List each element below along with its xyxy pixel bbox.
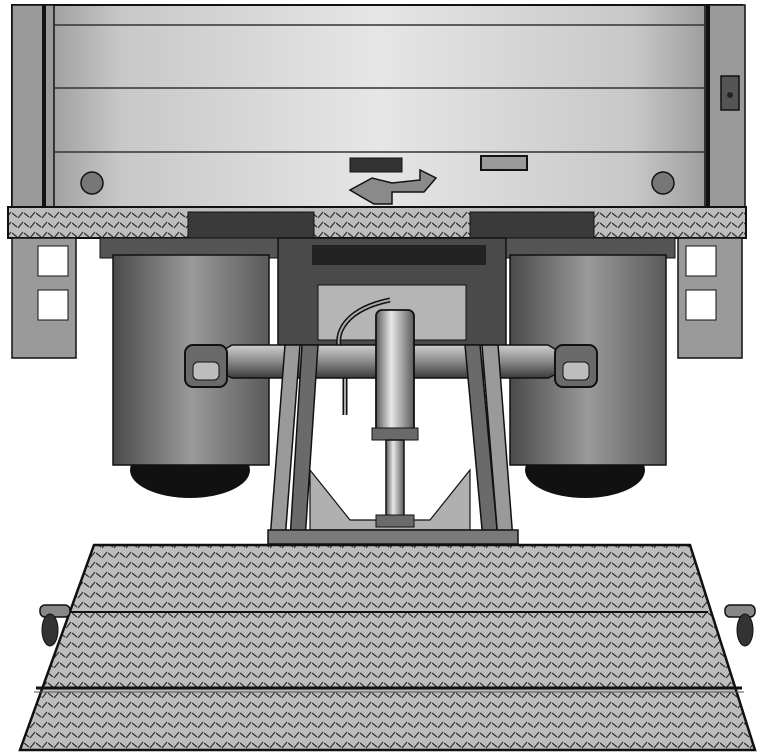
door-latch (348, 168, 438, 205)
door-handle-plate (349, 157, 403, 173)
hydraulic-cylinder (371, 309, 419, 528)
reflector-left (80, 171, 104, 195)
step-right (677, 237, 743, 359)
rear-sill (7, 206, 747, 239)
truck-rear-door (11, 4, 746, 211)
reflector-right (651, 171, 675, 195)
door-grab-handle (480, 155, 528, 171)
liftgate-platform (18, 543, 757, 752)
step-left (11, 237, 77, 359)
platform-roller-right (724, 604, 756, 647)
liftgate-mechanism (277, 237, 507, 415)
tail-light-left (184, 344, 228, 388)
platform-roller-left (39, 604, 71, 647)
platform-mount (267, 468, 519, 545)
control-switch-icon (727, 92, 733, 98)
tail-light-right (554, 344, 598, 388)
